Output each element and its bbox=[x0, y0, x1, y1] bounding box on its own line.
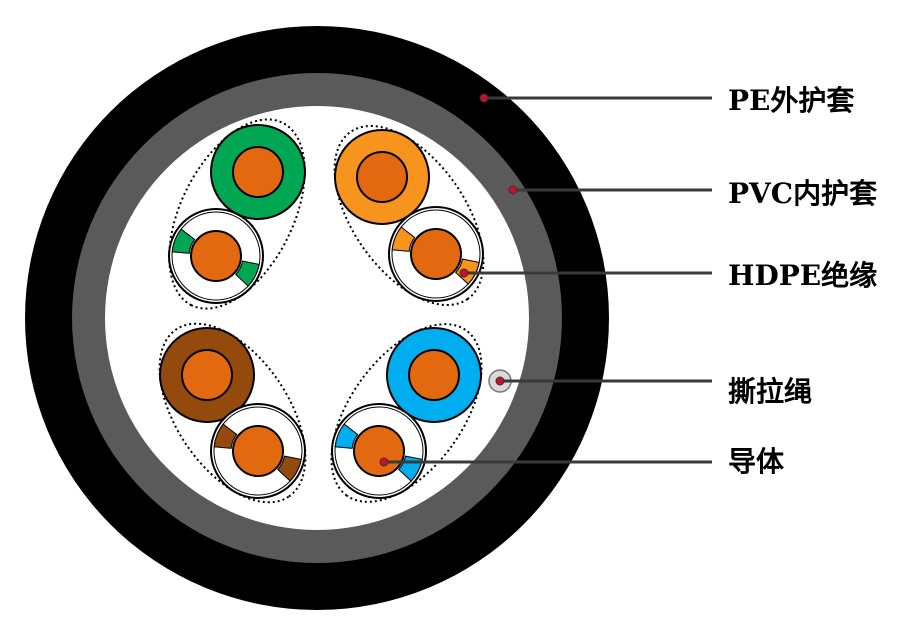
pair-binder-orange bbox=[333, 124, 485, 307]
pair-binder-blue bbox=[330, 323, 483, 503]
insulation-striped-inner-green bbox=[171, 211, 261, 301]
pair-binder-green bbox=[168, 118, 306, 310]
label-pe-outer-sheath: PE外护套 bbox=[728, 84, 855, 117]
cable-core bbox=[105, 106, 529, 530]
conductor-striped-orange bbox=[410, 228, 462, 280]
conductor-solid-green bbox=[232, 146, 284, 198]
leader-conductor-anchor bbox=[379, 457, 389, 467]
conductor-striped-brown bbox=[232, 425, 284, 477]
label-conductor: 导体 bbox=[728, 445, 785, 478]
pair-blue bbox=[330, 323, 483, 503]
label-pvc-inner-sheath: PVC内护套 bbox=[728, 177, 878, 210]
leader-pe-anchor bbox=[479, 93, 489, 103]
conductor-solid-blue bbox=[408, 349, 460, 401]
leader-pvc-anchor bbox=[508, 185, 518, 195]
stripe-a-blue bbox=[334, 423, 359, 449]
pair-green bbox=[168, 118, 306, 310]
pair-orange bbox=[333, 124, 485, 307]
stripe-a-orange bbox=[391, 226, 416, 252]
conductor-solid-brown bbox=[181, 349, 233, 401]
label-ripcord: 撕拉绳 bbox=[728, 375, 812, 408]
conductor-striped-green bbox=[190, 230, 242, 282]
leader-hdpe-anchor bbox=[459, 268, 469, 278]
leader-lines bbox=[379, 93, 712, 467]
stripe-a-brown bbox=[213, 423, 238, 449]
stripe-a-green bbox=[171, 228, 196, 254]
insulation-striped-inner-orange bbox=[391, 209, 481, 299]
stripe-b-green bbox=[235, 260, 260, 287]
insulation-striped-inner-brown bbox=[213, 406, 303, 496]
twisted-pairs bbox=[158, 118, 485, 504]
conductor-striped-blue bbox=[353, 425, 405, 477]
insulation-striped-inner-blue bbox=[334, 406, 424, 496]
stripe-b-brown bbox=[277, 455, 302, 482]
pair-binder-brown bbox=[158, 322, 307, 504]
conductor-solid-orange bbox=[356, 151, 408, 203]
leader-ripcord-anchor bbox=[495, 376, 505, 386]
label-hdpe-insulation: HDPE绝缘 bbox=[728, 259, 877, 292]
pair-brown bbox=[158, 322, 307, 504]
